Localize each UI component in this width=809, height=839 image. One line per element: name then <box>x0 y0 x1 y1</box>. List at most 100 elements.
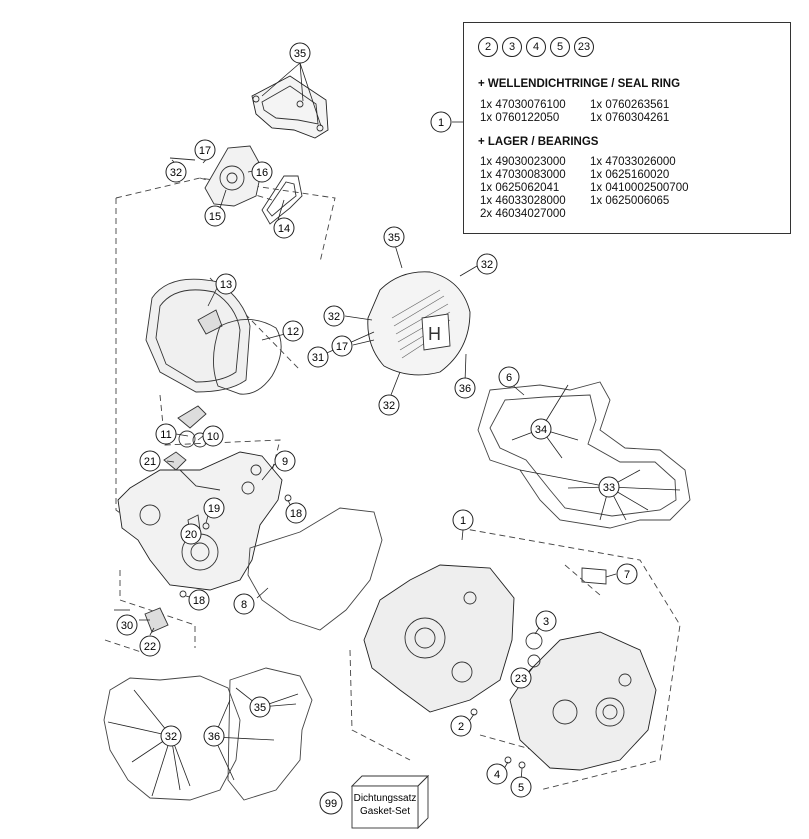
seal-ring-23 <box>527 654 541 668</box>
seal-item: 1x 0760122050 <box>480 112 560 124</box>
lower-gaskets <box>103 667 313 801</box>
callout-22: 22 <box>139 635 161 657</box>
callout-31: 31 <box>307 346 329 368</box>
callout-30: 30 <box>116 614 138 636</box>
bearing-item-row: 2x 46034027000 <box>480 208 566 221</box>
engine-side-cover <box>117 451 283 591</box>
crankcase-right <box>509 631 657 771</box>
svg-text:31: 31 <box>312 352 324 364</box>
gasket-set-line2: Gasket-Set <box>360 806 410 817</box>
svg-text:5: 5 <box>518 782 524 794</box>
callout-10: 10 <box>202 425 224 447</box>
svg-text:11: 11 <box>160 429 171 441</box>
callout-6: 6 <box>498 366 520 388</box>
bearing-item: 1x 47030083000 <box>480 169 566 181</box>
callout-8: 8 <box>233 593 255 615</box>
callout-15: 15 <box>204 205 226 227</box>
seal-item: 1x 0760304261 <box>590 112 670 124</box>
callout-36-lower: 36 <box>203 725 225 747</box>
callout-1: 1 <box>452 509 474 531</box>
bearing-item: 1x 49030023000 <box>480 156 566 168</box>
svg-text:34: 34 <box>535 424 547 436</box>
svg-text:32: 32 <box>165 731 177 743</box>
callout-1-legend: 1 <box>430 111 452 133</box>
ignition-cover: H <box>367 271 471 376</box>
callout-32-left: 32 <box>323 305 345 327</box>
svg-text:36: 36 <box>459 383 471 395</box>
callout-34: 34 <box>530 418 552 440</box>
svg-text:20: 20 <box>185 529 197 541</box>
bearing-item-row: 1x 0625062041 1x 0410002500700 <box>480 182 689 195</box>
svg-text:32: 32 <box>170 167 182 179</box>
bearing-heading: + LAGER / BEARINGS <box>478 136 599 148</box>
gasket-set-label: Dichtungssatz Gasket-Set <box>354 793 417 817</box>
svg-text:99: 99 <box>325 798 337 810</box>
seal-ring-3 <box>525 632 543 650</box>
svg-text:18: 18 <box>193 595 205 607</box>
svg-text:19: 19 <box>208 503 220 515</box>
part-7 <box>581 567 607 585</box>
svg-text:12: 12 <box>287 326 299 338</box>
svg-text:35: 35 <box>254 702 266 714</box>
bearing-item: 2x 46034027000 <box>480 208 566 220</box>
callout-11: 11 <box>155 423 177 445</box>
svg-text:1: 1 <box>460 515 466 527</box>
svg-text:4: 4 <box>494 769 500 781</box>
bearing-item: 1x 0625006065 <box>590 195 670 207</box>
svg-text:35: 35 <box>388 232 400 244</box>
callout-99: 99 <box>319 791 343 815</box>
bearing-item: 1x 0410002500700 <box>590 182 689 194</box>
gasket-set-line1: Dichtungssatz <box>354 793 417 804</box>
kit-number: 4 <box>526 37 546 57</box>
callout-33: 33 <box>598 476 620 498</box>
seal-ring-heading: + WELLENDICHTRINGE / SEAL RING <box>478 78 681 90</box>
crankcase-left <box>363 564 515 713</box>
clutch-cover <box>145 278 251 393</box>
svg-text:35: 35 <box>294 48 306 60</box>
svg-text:22: 22 <box>144 641 156 653</box>
callout-32-right: 32 <box>476 253 498 275</box>
callout-18-lower: 18 <box>188 589 210 611</box>
callout-16: 16 <box>251 161 273 183</box>
callout-17-ignition: 17 <box>331 335 353 357</box>
callout-2: 2 <box>450 715 472 737</box>
callout-layer: 35 17 32 16 15 14 13 12 35 32 32 17 31 3… <box>116 42 638 815</box>
side-cover-gasket <box>247 507 383 631</box>
callout-20: 20 <box>180 523 202 545</box>
callout-36-ignition: 36 <box>454 377 476 399</box>
callout-23: 23 <box>510 667 532 689</box>
callout-21: 21 <box>139 450 161 472</box>
small-parts <box>114 405 526 769</box>
svg-text:9: 9 <box>282 456 288 468</box>
callout-35-ignition: 35 <box>383 226 405 248</box>
svg-text:33: 33 <box>603 482 615 494</box>
seal-item: 1x 0760263561 <box>590 99 670 111</box>
callout-17-top: 17 <box>194 139 216 161</box>
bearing-item: 1x 0625062041 <box>480 182 560 194</box>
svg-text:18: 18 <box>290 508 302 520</box>
svg-text:H: H <box>428 324 441 344</box>
callout-7: 7 <box>616 563 638 585</box>
svg-text:10: 10 <box>207 431 219 443</box>
callout-32-top: 32 <box>165 161 187 183</box>
bearing-item-row: 1x 47030083000 1x 0625160020 <box>480 169 669 182</box>
svg-text:15: 15 <box>209 211 221 223</box>
svg-text:17: 17 <box>199 145 211 157</box>
svg-text:6: 6 <box>506 372 512 384</box>
gasket-set-box-drawing <box>350 774 430 830</box>
callout-9: 9 <box>274 450 296 472</box>
svg-text:32: 32 <box>328 311 340 323</box>
svg-text:13: 13 <box>220 279 232 291</box>
callout-12: 12 <box>282 320 304 342</box>
clutch-cover-gasket <box>213 319 282 395</box>
svg-text:14: 14 <box>278 223 290 235</box>
svg-text:16: 16 <box>256 167 268 179</box>
bearing-item: 1x 46033028000 <box>480 195 566 207</box>
svg-text:32: 32 <box>481 259 493 271</box>
crankcase-gasket <box>477 381 691 529</box>
bearing-item: 1x 0625160020 <box>590 169 670 181</box>
